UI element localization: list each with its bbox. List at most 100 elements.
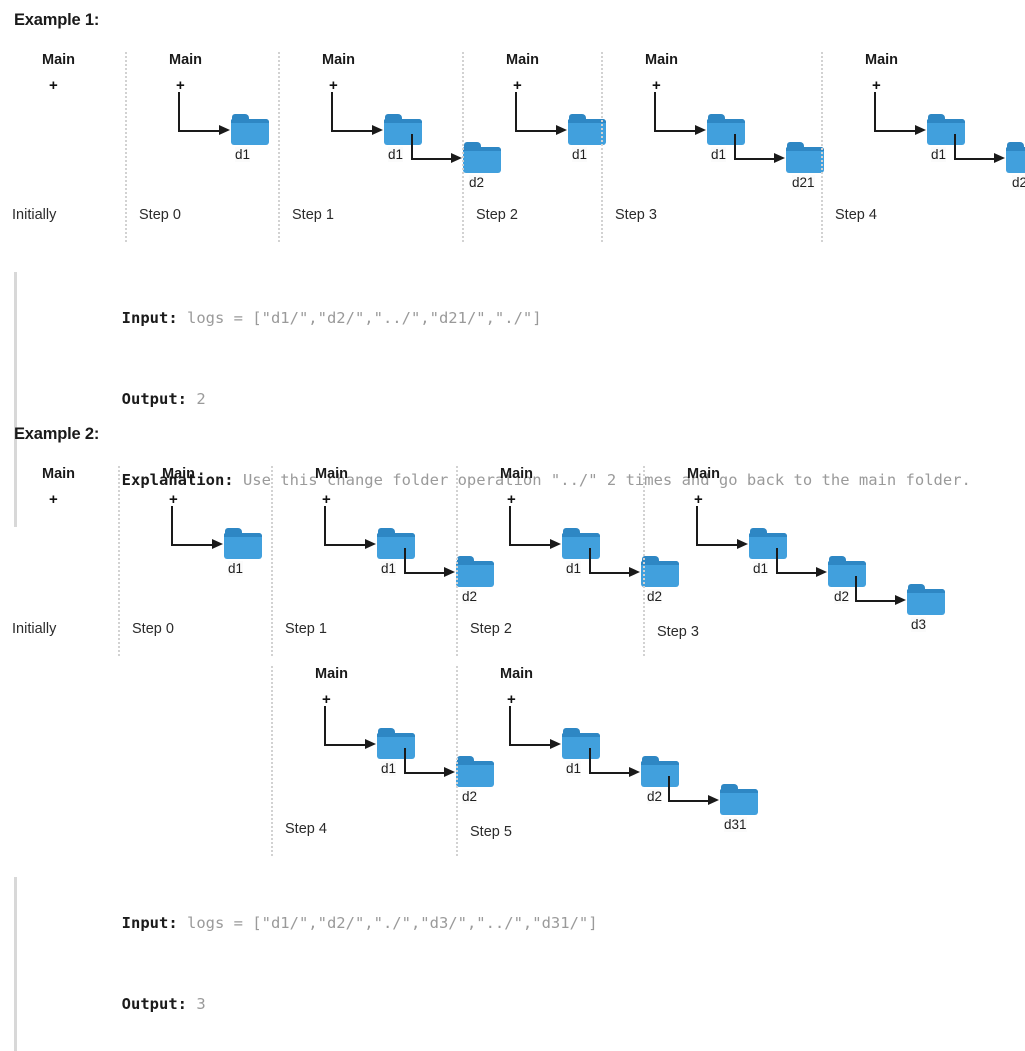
connector-horizontal xyxy=(324,744,367,746)
output-value: 3 xyxy=(186,995,206,1013)
root-plus-marker: + xyxy=(872,77,881,94)
folder-icon xyxy=(562,728,600,759)
connector-vertical xyxy=(404,548,406,574)
folder-body xyxy=(641,561,679,587)
arrowhead-icon xyxy=(895,595,906,605)
panel-title-main: Main xyxy=(169,52,203,68)
step-panel: Main+Initially xyxy=(0,52,125,242)
arrowhead-icon xyxy=(444,767,455,777)
arrowhead-icon xyxy=(451,153,462,163)
folder-body xyxy=(384,119,422,145)
folder-tab xyxy=(569,114,586,121)
connector-horizontal xyxy=(855,600,897,602)
panel-title-main: Main xyxy=(42,466,76,482)
folder-tab xyxy=(708,114,725,121)
arrowhead-icon xyxy=(550,739,561,749)
connector-vertical xyxy=(589,548,591,574)
folder-body xyxy=(1006,147,1025,173)
folder-tab xyxy=(378,728,395,735)
folder-tab xyxy=(225,528,242,535)
folder-icon xyxy=(463,142,501,173)
folder-icon xyxy=(641,556,679,587)
panel-caption: Initially xyxy=(12,621,57,637)
connector-horizontal xyxy=(589,772,631,774)
folder-icon xyxy=(384,114,422,145)
connector-vertical xyxy=(668,776,670,802)
root-plus-marker: + xyxy=(49,77,58,94)
arrowhead-icon xyxy=(915,125,926,135)
connector-horizontal xyxy=(171,544,214,546)
arrowhead-icon xyxy=(365,739,376,749)
folder-tab xyxy=(908,584,925,591)
folder-tab xyxy=(563,528,580,535)
folder-tab xyxy=(829,556,846,563)
folder-lip xyxy=(562,733,600,737)
folder-icon xyxy=(707,114,745,145)
connector-vertical xyxy=(855,576,857,602)
panel-caption: Step 4 xyxy=(285,821,327,837)
root-plus-marker: + xyxy=(507,491,516,508)
folder-tab xyxy=(378,528,395,535)
folder-body xyxy=(463,147,501,173)
example-2-code-line: Output: 3 xyxy=(47,964,1009,1045)
root-plus-marker: + xyxy=(49,491,58,508)
arrowhead-icon xyxy=(219,125,230,135)
connector-vertical xyxy=(509,506,511,546)
folder-lip xyxy=(384,119,422,123)
panel-title-main: Main xyxy=(500,466,534,482)
folder-label: d1 xyxy=(711,147,727,162)
arrowhead-icon xyxy=(774,153,785,163)
connector-horizontal xyxy=(734,158,776,160)
root-plus-marker: + xyxy=(169,491,178,508)
root-plus-marker: + xyxy=(322,491,331,508)
panel-title-main: Main xyxy=(500,666,534,682)
folder-label: d1 xyxy=(381,561,397,576)
folder-icon xyxy=(749,528,787,559)
folder-label: d2 xyxy=(647,589,663,604)
folder-body xyxy=(720,789,758,815)
arrowhead-icon xyxy=(816,567,827,577)
root-plus-marker: + xyxy=(322,691,331,708)
arrowhead-icon xyxy=(994,153,1005,163)
connector-horizontal xyxy=(509,744,552,746)
panel-title-main: Main xyxy=(506,52,540,68)
folder-lip xyxy=(377,533,415,537)
folder-body xyxy=(707,119,745,145)
folder-icon xyxy=(786,142,824,173)
connector-vertical xyxy=(331,92,333,132)
folder-lip xyxy=(231,119,269,123)
folder-icon xyxy=(456,756,494,787)
folder-icon xyxy=(568,114,606,145)
folder-icon xyxy=(456,556,494,587)
folder-body xyxy=(907,589,945,615)
folder-label: d2 xyxy=(462,589,478,604)
root-plus-marker: + xyxy=(329,77,338,94)
example-2-code-line: Input: logs = ["d1/","d2/","./","d3/",".… xyxy=(47,883,1009,964)
connector-horizontal xyxy=(404,772,446,774)
panel-caption: Step 2 xyxy=(476,207,518,223)
output-value: 2 xyxy=(186,390,206,408)
connector-vertical xyxy=(589,748,591,774)
explanation-value: Use this change folder operation "../" 2… xyxy=(233,471,971,489)
connector-horizontal xyxy=(178,130,221,132)
folder-icon xyxy=(1006,142,1025,173)
example-1-code-line: Input: logs = ["d1/","d2/","../","d21/",… xyxy=(47,278,1009,359)
folder-lip xyxy=(786,147,824,151)
arrowhead-icon xyxy=(556,125,567,135)
folder-tab xyxy=(563,728,580,735)
folder-tab xyxy=(1007,142,1024,149)
folder-tab xyxy=(464,142,481,149)
folder-body xyxy=(568,119,606,145)
arrowhead-icon xyxy=(444,567,455,577)
panel-caption: Step 5 xyxy=(470,824,512,840)
folder-label: d1 xyxy=(572,147,588,162)
connector-vertical xyxy=(734,134,736,160)
folder-body xyxy=(562,533,600,559)
connector-vertical xyxy=(324,506,326,546)
connector-vertical xyxy=(178,92,180,132)
step-panel: Main + Initially xyxy=(0,466,118,656)
